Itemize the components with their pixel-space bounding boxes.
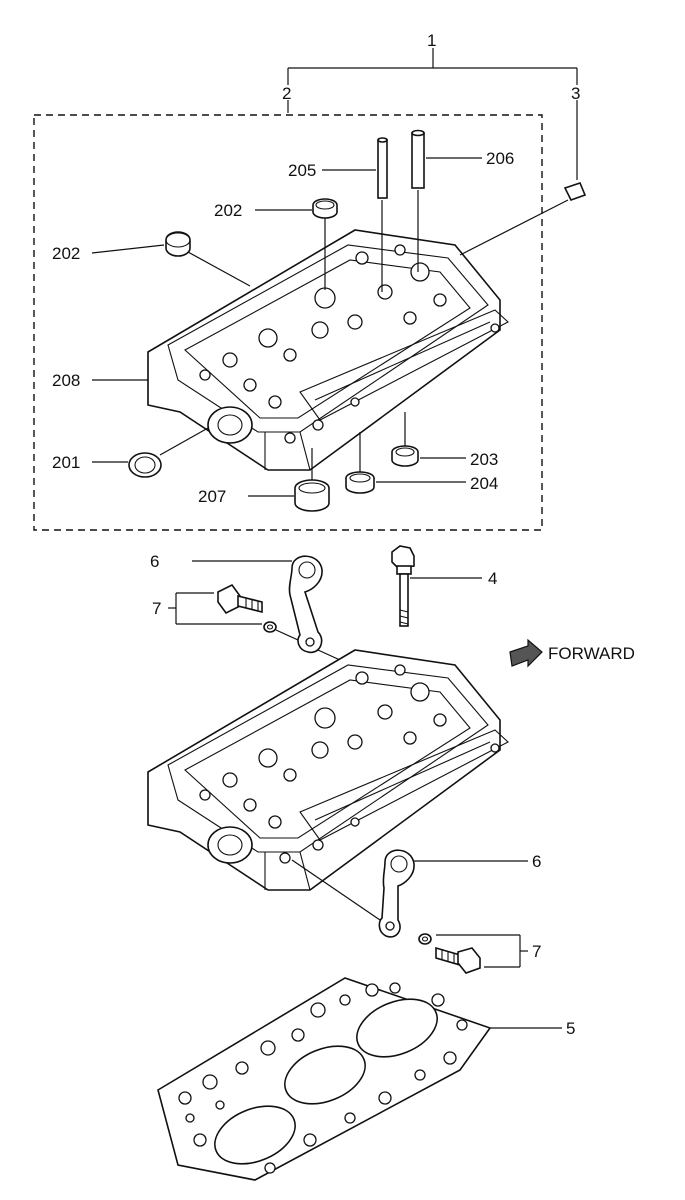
- callout-1: 1: [427, 31, 436, 50]
- callout-leaders-upper: [91, 157, 482, 497]
- callout-201: 201: [52, 453, 80, 472]
- bolt-7-upper: [168, 583, 299, 641]
- cylinder-head-lower: [147, 649, 509, 891]
- callout-7-lower: 7: [532, 942, 541, 961]
- callout-2: 2: [282, 84, 291, 103]
- cylinder-head-upper: [147, 229, 509, 471]
- callout-202-lower: 202: [52, 244, 80, 263]
- callout-202-upper: 202: [214, 201, 242, 220]
- seal-202-left: [165, 231, 251, 287]
- callout-6-upper: 6: [150, 552, 159, 571]
- seal-203: [391, 412, 419, 467]
- head-bolt-4: [391, 545, 482, 627]
- callout-5: 5: [566, 1019, 575, 1038]
- callout-205: 205: [288, 161, 316, 180]
- forward-indicator: [509, 638, 543, 668]
- callout-204: 204: [470, 474, 498, 493]
- assembly-bracket: [287, 48, 578, 180]
- lifting-plate-upper: [192, 555, 341, 661]
- seal-204: [345, 432, 375, 494]
- callout-206: 206: [486, 149, 514, 168]
- forward-arrow-icon: [509, 638, 543, 668]
- callout-4: 4: [488, 569, 497, 588]
- callout-203: 203: [470, 450, 498, 469]
- ring-201: [128, 427, 209, 478]
- valve-guide-205: [377, 137, 388, 292]
- valve-guide-206: [411, 129, 425, 272]
- bolt-7-lower: [418, 933, 528, 974]
- forward-label: FORWARD: [548, 644, 635, 663]
- head-gasket: [157, 977, 562, 1181]
- callout-208: 208: [52, 371, 80, 390]
- callout-7-upper: 7: [152, 599, 161, 618]
- callout-labels: 1 2 3 205 206 202 202 208 201 203 204 20…: [52, 31, 635, 1038]
- lifting-plate-lower: [291, 849, 528, 938]
- callout-207: 207: [198, 487, 226, 506]
- sub-assembly-box: [33, 114, 543, 531]
- callout-3: 3: [571, 84, 580, 103]
- seal-202-right: [312, 198, 338, 290]
- seal-207: [294, 448, 330, 512]
- plug-3: [459, 182, 587, 256]
- callout-6-lower: 6: [532, 852, 541, 871]
